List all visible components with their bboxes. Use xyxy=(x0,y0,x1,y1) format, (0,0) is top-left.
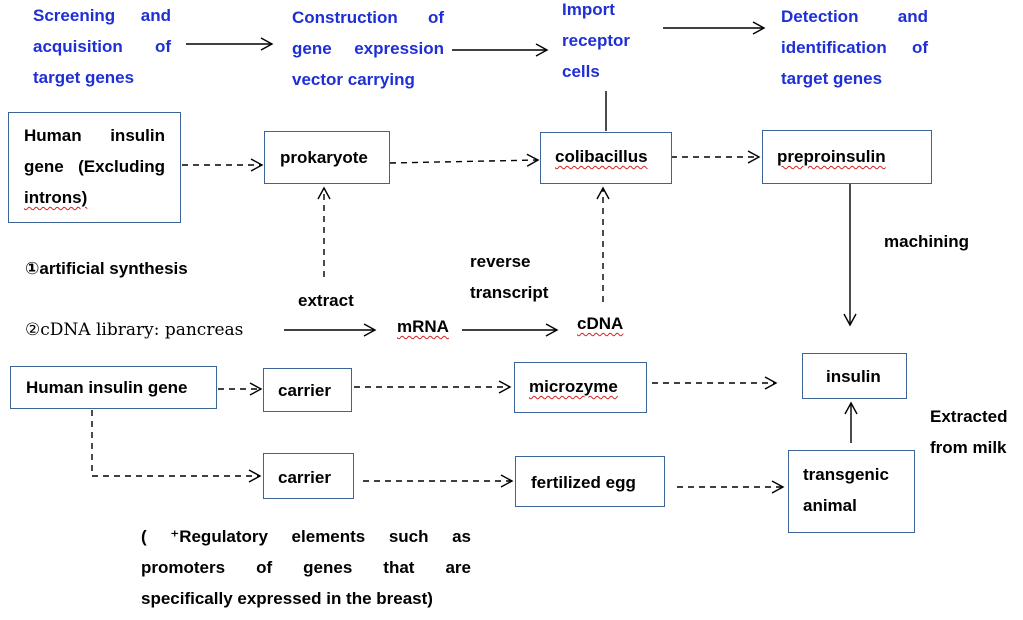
step-4-line-1: Detection and xyxy=(781,7,928,26)
human-gene-top-line-3: introns) xyxy=(24,182,165,213)
extracted-line: Extracted xyxy=(930,407,1008,426)
step-1-line-1: Screening and xyxy=(33,6,171,25)
preproinsulin-label: preproinsulin xyxy=(777,147,886,166)
step-4-line-2: identification of xyxy=(781,38,928,57)
step-2-text: Construction of gene expression vector c… xyxy=(292,2,444,95)
human-insulin-gene-box-top: Human insulin gene (Excluding introns) xyxy=(8,112,181,223)
reverse-line: reverse xyxy=(470,252,531,271)
regulatory-note: ( ⁺Regulatory elements such as promoters… xyxy=(141,521,471,614)
step-4-line-3: target genes xyxy=(781,69,883,88)
human-insulin-gene-top-text: Human insulin gene (Excluding introns) xyxy=(24,120,165,213)
carrier-2-label: carrier xyxy=(278,468,331,487)
insulin-label: insulin xyxy=(826,367,881,386)
step-1-line-2: acquisition of xyxy=(33,37,171,56)
carrier-box-1: carrier xyxy=(263,368,352,412)
animal-line: animal xyxy=(803,496,857,515)
microzyme-label: microzyme xyxy=(529,377,618,396)
transgenic-animal-box: transgenic animal xyxy=(788,450,915,533)
carrier-box-2: carrier xyxy=(263,453,354,499)
colibacillus-label: colibacillus xyxy=(555,147,648,166)
note-line-2: promoters of genes that are xyxy=(141,558,471,577)
human-gene-top-line-2: gene (Excluding xyxy=(24,157,165,176)
cdna-library-label: ②cDNA library: pancreas xyxy=(25,320,244,340)
transcript-line: transcript xyxy=(470,283,549,302)
extracted-from-milk-label: Extracted from milk xyxy=(930,401,1007,463)
step-3-line-2: receptor xyxy=(562,31,631,50)
step-2-line-2: gene expression xyxy=(292,39,444,58)
colibacillus-box: colibacillus xyxy=(540,132,672,184)
from-milk-line: from milk xyxy=(930,438,1007,457)
human-insulin-gene-box-bottom: Human insulin gene xyxy=(10,366,217,409)
prokaryote-label: prokaryote xyxy=(280,148,368,167)
machining-label: machining xyxy=(884,232,970,251)
human-gene-top-line-1: Human insulin xyxy=(24,126,165,145)
step-1-line-3: target genes xyxy=(33,68,135,87)
insulin-box: insulin xyxy=(802,353,907,399)
reverse-transcript-label: reverse transcript xyxy=(470,246,548,308)
preproinsulin-box: preproinsulin xyxy=(762,130,932,184)
step-4-text: Detection and identification of target g… xyxy=(781,1,928,94)
fertilized-egg-label: fertilized egg xyxy=(531,473,636,492)
microzyme-box: microzyme xyxy=(514,362,647,413)
step-1-text: Screening and acquisition of target gene… xyxy=(33,0,171,93)
step-3-line-3: cells xyxy=(562,62,600,81)
artificial-synthesis-label: ①artificial synthesis xyxy=(25,259,188,278)
prokaryote-box: prokaryote xyxy=(264,131,390,184)
arrow-gene-to-carrier2 xyxy=(91,410,262,483)
step-3-line-1: Import xyxy=(562,0,615,19)
human-gene-bottom-label: Human insulin gene xyxy=(26,378,188,397)
cdna-label: cDNA xyxy=(577,314,624,333)
note-line-1: ( ⁺Regulatory elements such as xyxy=(141,527,471,546)
transgenic-line: transgenic xyxy=(803,465,889,484)
note-line-3: specifically expressed in the breast) xyxy=(141,589,433,608)
step-3-text: Import receptor cells xyxy=(562,0,630,87)
arrow-prokaryote-to-colibacillus xyxy=(389,153,540,167)
fertilized-egg-box: fertilized egg xyxy=(515,456,665,507)
step-2-line-3: vector carrying xyxy=(292,70,415,89)
mrna-label: mRNA xyxy=(397,317,449,336)
step-2-line-1: Construction of xyxy=(292,8,444,27)
transgenic-animal-label: transgenic animal xyxy=(803,459,889,521)
introns-word: introns) xyxy=(24,188,88,207)
extract-label: extract xyxy=(298,291,354,310)
carrier-1-label: carrier xyxy=(278,381,331,400)
